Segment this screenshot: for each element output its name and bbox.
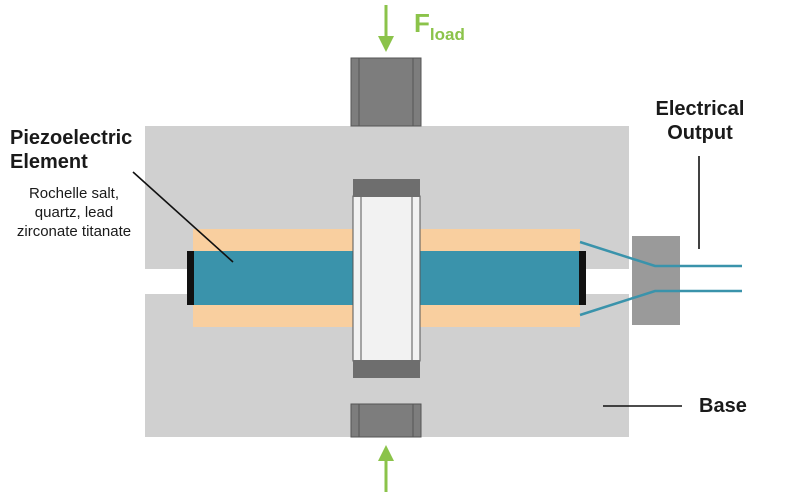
piezo-element-left [193,251,353,305]
load-column-cap-bottom [353,360,420,378]
load-column-cap-top [353,179,420,197]
piezo-title: Piezoelectric Element [10,126,150,174]
load-column [352,195,421,362]
piezo-title-line1: Piezoelectric [10,127,133,149]
output-wire-upper [579,240,742,268]
electrode-right [579,251,586,305]
force-arrow-top-head [378,36,394,52]
output-connector [632,236,680,325]
force-label-main: F [414,8,430,38]
bottom-block [350,403,422,438]
top-plunger [350,57,422,127]
piezo-materials-line2: quartz, lead [34,204,114,221]
piezo-callout-line [132,171,234,263]
piezo-materials-line3: zirconate titanate [16,223,132,240]
output-label-line2: Output [667,122,733,144]
output-label: Electrical Output [648,97,752,145]
piezo-materials-line1: Rochelle salt, [28,185,120,202]
force-arrow-bottom-head [378,445,394,461]
base-label: Base [699,394,747,418]
output-wire-lower [579,289,742,317]
piezo-title-line2: Element [10,151,88,173]
force-label: Fload [414,8,465,44]
electrode-left [187,251,194,305]
force-label-sub: load [429,25,465,44]
base-label-text: Base [699,395,747,417]
piezo-materials: Rochelle salt, quartz, lead zirconate ti… [4,184,144,241]
piezo-element-right [420,251,580,305]
output-label-line1: Electrical [655,98,745,120]
